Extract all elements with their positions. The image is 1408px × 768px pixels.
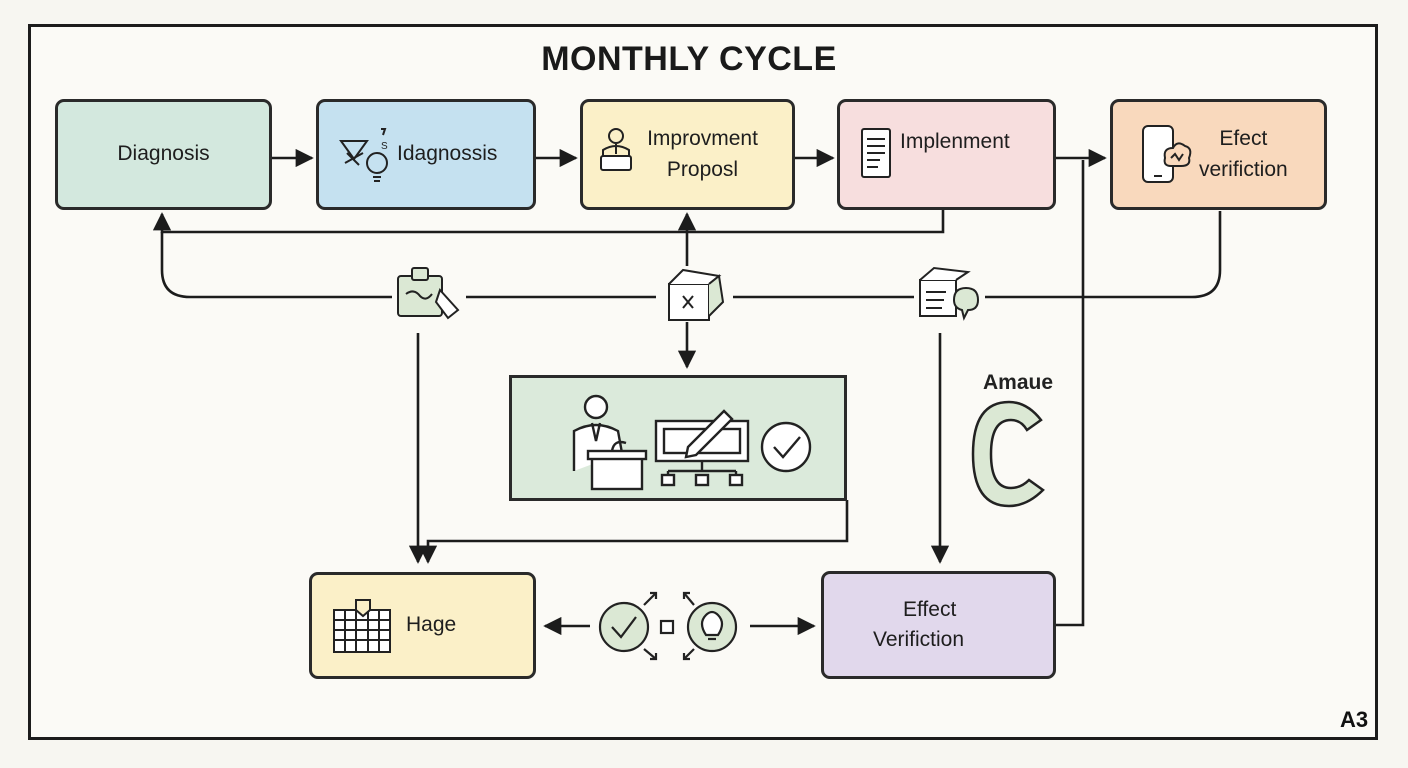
node-improvement-proposal: Improvment Proposl: [580, 99, 795, 210]
return-to-top: [1056, 160, 1085, 627]
loop-right: [985, 211, 1222, 299]
big-c-glyph: C: [971, 400, 1045, 508]
person-board-check-icon: [572, 394, 812, 491]
document-list-icon: [861, 128, 891, 178]
node-diagnosis-label: Diagnosis: [117, 142, 210, 166]
node-effect-bottom-line2: Verifiction: [872, 628, 965, 651]
phone-cloud-icon: [1142, 124, 1192, 183]
node-implement-label: Implenment: [900, 130, 1010, 153]
node-hage: Hage: [309, 572, 536, 679]
node-effect-top-line1: Efect: [1219, 127, 1268, 151]
big-c-letter: C: [1010, 463, 1011, 465]
node-proposal-line1: Improvment: [647, 127, 758, 151]
node-effect-verification-bottom: Effect Verifiction: [821, 571, 1056, 679]
node-proposal-line2: Proposl: [666, 157, 739, 181]
node-idagnosis-label: Idagnossis: [397, 142, 498, 166]
diagram-title: MONTHLY CYCLE: [541, 40, 837, 78]
package-tools-icon: [668, 268, 725, 321]
box-speech-icon: [919, 266, 980, 321]
presenter-icon: [600, 128, 632, 171]
feedback-to-diagnosis: [152, 209, 945, 234]
center-to-hage: [418, 500, 849, 564]
svg-text:S: S: [381, 141, 388, 152]
center-workstation-panel: [509, 375, 847, 501]
node-idagnosis: S Idagnossis: [316, 99, 536, 210]
node-effect-top-line2: verifiction: [1199, 157, 1288, 181]
calendar-grid-icon: [333, 598, 391, 653]
node-effect-bottom-line1: Effect: [902, 597, 957, 621]
node-diagnosis: Diagnosis: [55, 99, 272, 210]
clipboard-icon: [397, 267, 460, 320]
loop-left: [160, 232, 392, 299]
side-label: Amaue: [983, 371, 1054, 394]
corner-label: A3: [1340, 707, 1369, 732]
node-effect-verification-top: Efect verifiction: [1110, 99, 1327, 210]
node-implement: Implenment: [837, 99, 1056, 210]
funnel-bulb-icon: S: [339, 127, 388, 182]
check-bulb-cycle-icon: [598, 591, 738, 661]
node-hage-label: Hage: [406, 613, 457, 637]
